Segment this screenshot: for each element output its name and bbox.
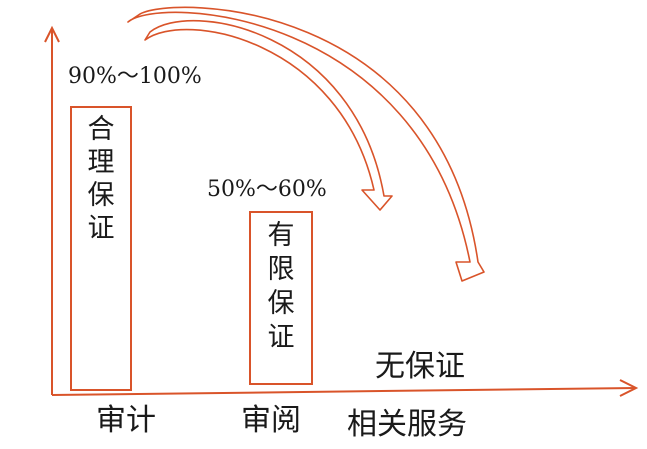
related-services-assurance-label: 无保证 bbox=[375, 349, 465, 384]
audit-assurance-char-1: 合 bbox=[88, 114, 115, 145]
review-assurance-char-4: 证 bbox=[268, 322, 295, 353]
audit-range-label: 90%～100% bbox=[68, 64, 202, 89]
review-assurance-char-2: 限 bbox=[268, 254, 295, 285]
audit-assurance-char-3: 保 bbox=[88, 180, 115, 211]
review-assurance-char-3: 保 bbox=[268, 288, 295, 319]
review-assurance-char-1: 有 bbox=[268, 220, 295, 251]
y-axis-arrowhead bbox=[44, 25, 60, 43]
x-axis-arrowhead bbox=[619, 379, 639, 397]
audit-assurance-char-4: 证 bbox=[88, 213, 115, 244]
related-services-column: 无保证 相关服务 bbox=[347, 349, 467, 442]
audit-category-label: 审计 bbox=[96, 403, 156, 438]
audit-bar bbox=[70, 106, 132, 391]
x-axis-line bbox=[51, 387, 637, 396]
arrow-to-related-services bbox=[127, 6, 485, 282]
arrow-to-review bbox=[144, 19, 393, 211]
axes bbox=[44, 25, 639, 397]
audit-column: 90%～100% 合 理 保 证 审计 bbox=[68, 64, 202, 438]
audit-assurance-char-2: 理 bbox=[88, 147, 115, 178]
review-category-label: 审阅 bbox=[241, 403, 301, 438]
decline-arrows bbox=[127, 6, 485, 282]
review-bar bbox=[249, 211, 313, 385]
review-range-label: 50%～60% bbox=[207, 177, 327, 202]
review-column: 50%～60% 有 限 保 证 审阅 bbox=[207, 177, 327, 438]
related-services-category-label: 相关服务 bbox=[347, 407, 467, 442]
